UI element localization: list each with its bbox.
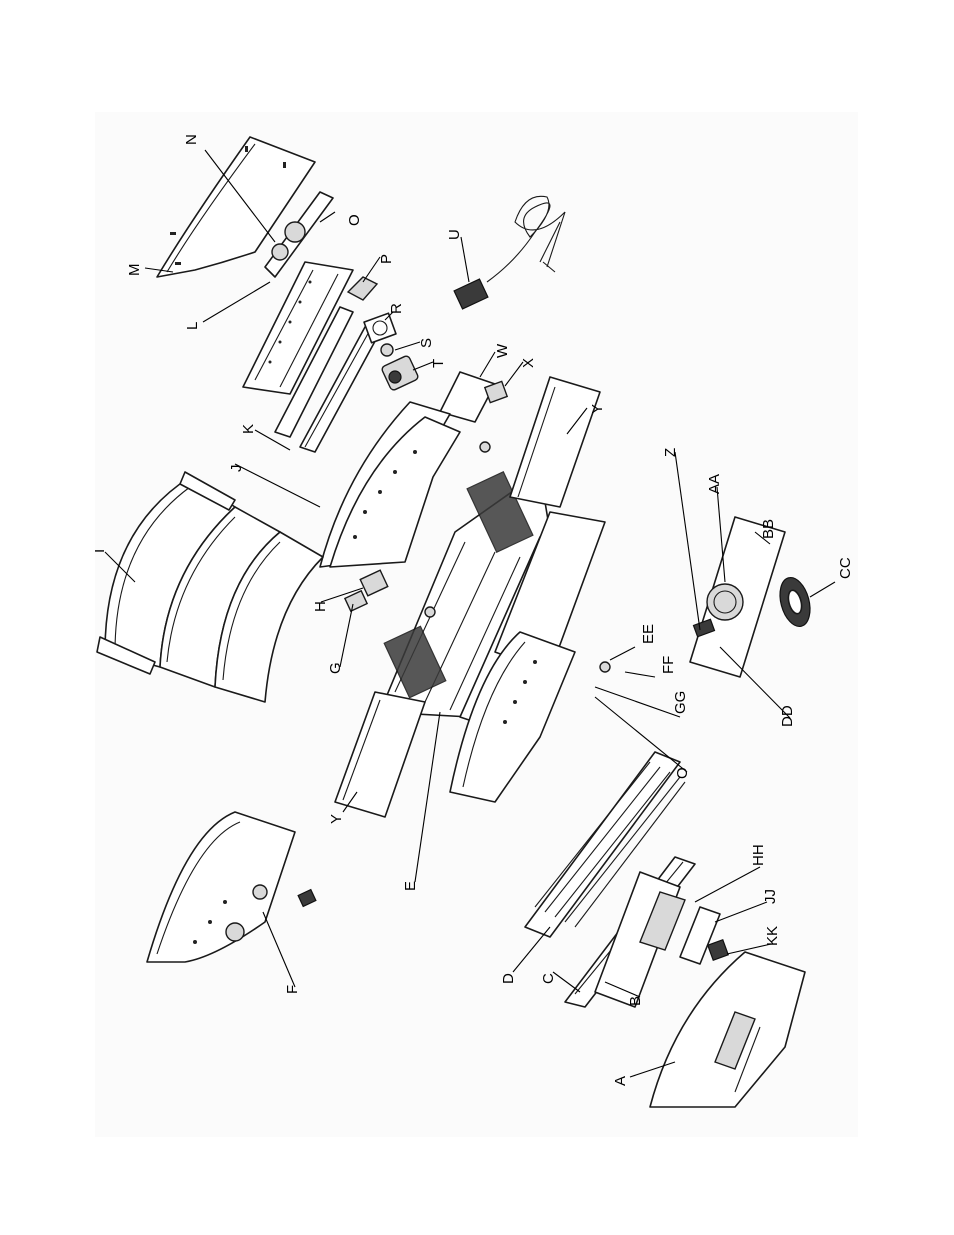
callout-label: M <box>126 264 143 277</box>
part-h <box>359 569 389 597</box>
callout-kk: KK <box>726 926 781 955</box>
callout-label: KK <box>764 926 781 946</box>
control-panel-bb <box>689 516 786 678</box>
part-p <box>346 276 379 301</box>
callout-label: H <box>312 601 329 612</box>
callout-label: W <box>494 343 511 358</box>
callout-w: W <box>479 343 511 378</box>
callout-label: T <box>430 359 447 368</box>
part-r <box>363 312 397 344</box>
motor-t <box>381 355 419 391</box>
end-frame-j <box>319 401 461 568</box>
callout-aa: AA <box>706 474 726 583</box>
callout-label: D <box>500 973 517 984</box>
plate-hh <box>639 891 686 951</box>
callout-gg: GG <box>594 686 689 718</box>
callout-label: HH <box>750 844 767 866</box>
callout-j: J <box>228 463 321 508</box>
callout-d: D <box>500 926 551 984</box>
callout-hh: HH <box>694 844 767 903</box>
rail-l <box>242 261 354 395</box>
callout-label: G <box>327 662 344 674</box>
callout-o-top: O <box>319 211 363 226</box>
callout-y-left: Y <box>328 791 358 824</box>
callout-b: B <box>604 981 644 1006</box>
callout-y-right: Y <box>566 404 606 435</box>
callout-label: GG <box>672 691 689 714</box>
callout-e: E <box>402 711 441 891</box>
part-g <box>343 589 369 613</box>
hood-i <box>96 471 324 703</box>
callout-label: O <box>346 214 363 226</box>
callout-label: CC <box>837 557 854 579</box>
callout-label: X <box>520 358 537 368</box>
callout-p: P <box>362 254 395 283</box>
knob-cc <box>779 576 811 628</box>
callout-x: X <box>504 358 537 387</box>
callout-label: Z <box>662 448 679 457</box>
callout-label: L <box>184 322 201 330</box>
switch-kk <box>706 938 730 962</box>
side-panel-m <box>156 136 316 278</box>
callout-label: P <box>378 254 395 264</box>
callout-label: K <box>240 424 257 434</box>
callout-g: G <box>327 603 354 674</box>
callout-label: C <box>540 973 557 984</box>
callout-label: U <box>446 229 463 240</box>
callout-n: N <box>183 134 276 243</box>
callout-label: J <box>228 465 245 473</box>
callout-label: AA <box>706 474 723 494</box>
callout-label: FF <box>660 656 677 674</box>
crumb-tray-y-left <box>334 691 426 818</box>
callout-label: DD <box>779 705 796 727</box>
callout-label: I <box>95 549 108 553</box>
callout-label: E <box>402 881 419 891</box>
callout-jj: JJ <box>714 889 779 923</box>
motor-bracket-o <box>264 191 334 278</box>
end-frame-f <box>146 811 317 963</box>
callout-k: K <box>240 424 291 451</box>
callout-o-mid: O <box>594 696 691 779</box>
callout-label: EE <box>640 624 657 644</box>
callout-ee: EE <box>609 624 657 661</box>
callout-label: B <box>627 996 644 1006</box>
callout-z: Z <box>662 448 701 631</box>
channel-k <box>274 306 381 453</box>
door-a <box>649 951 806 1108</box>
crumb-tray-y-right <box>509 376 601 508</box>
callout-s: S <box>394 338 435 351</box>
end-frame-right <box>449 631 611 803</box>
callout-c: C <box>540 971 581 993</box>
callout-m: M <box>126 264 174 277</box>
callout-i: I <box>95 549 136 583</box>
callout-label: R <box>388 303 405 314</box>
callout-dd: DD <box>719 646 796 727</box>
callout-label: S <box>418 338 435 348</box>
callout-t: T <box>412 359 447 371</box>
callout-l: L <box>184 281 271 330</box>
exploded-view-diagram: N O M L P R S T U W X K <box>95 134 854 1108</box>
callout-f: F <box>262 911 301 994</box>
callout-cc: CC <box>809 557 854 598</box>
callout-u: U <box>446 229 470 283</box>
part-x <box>483 380 509 404</box>
plate-jj <box>679 906 721 965</box>
callout-label: BB <box>760 519 777 539</box>
callout-label: A <box>612 1076 629 1086</box>
callout-label: F <box>284 985 301 994</box>
callout-h: H <box>312 587 364 612</box>
diagram-frame: N O M L P R S T U W X K <box>95 112 858 1137</box>
callout-label: Y <box>589 404 606 414</box>
callout-label: O <box>674 767 691 779</box>
callout-a: A <box>612 1061 676 1086</box>
callout-label: JJ <box>762 889 779 904</box>
callout-bb: BB <box>754 519 777 545</box>
power-cord-u <box>453 195 566 310</box>
callout-label: Y <box>328 814 345 824</box>
callout-label: N <box>183 134 200 145</box>
part-s <box>380 343 394 357</box>
callout-ff: FF <box>624 656 677 678</box>
conveyor-d <box>524 751 686 938</box>
callout-r: R <box>384 303 405 321</box>
